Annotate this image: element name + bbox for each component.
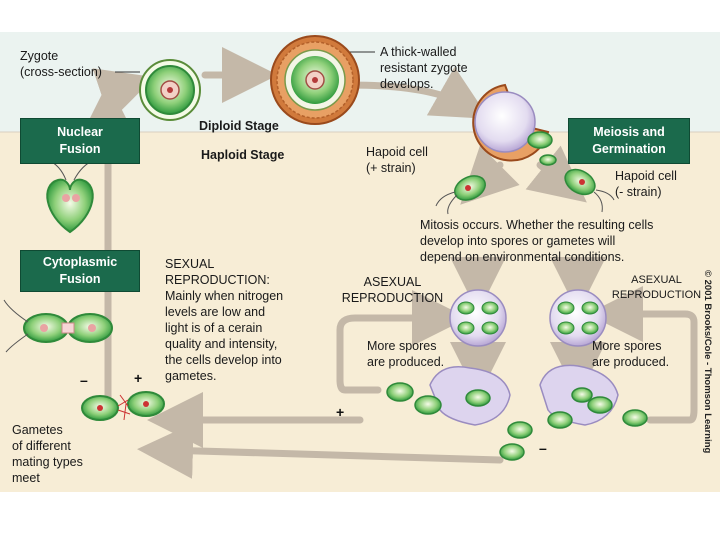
copyright-vertical: © 2001 Brooks/Cole - Thomson Learning (701, 270, 715, 475)
gametes-meet-label: Gametes of different mating types meet (12, 423, 83, 485)
thick-walled-zygote-label: A thick-walled resistant zygote develops… (380, 45, 468, 91)
sporangium-left (449, 289, 507, 347)
arrow-asexual-right-loop (587, 286, 698, 424)
haploid-minus-label: Hapoid cell (- strain) (615, 169, 677, 199)
arrow-minus-gamete (137, 422, 504, 479)
cytoplasmic-fusion-pair (3, 299, 113, 353)
ruptured-sporangium-left (386, 366, 533, 461)
more-spores-right-label: More spores are produced. (592, 339, 670, 369)
copyright-text: © 2001 Brooks/Cole - Thomson Learning (702, 270, 713, 454)
more-spores-left-label: More spores are produced. (367, 339, 445, 369)
thick-walled-zygote (270, 35, 360, 125)
arrow-to-minus-cell (525, 145, 587, 203)
ruptured-sporangium-right (539, 364, 648, 429)
mitosis-note: Mitosis occurs. Whether the resulting ce… (420, 218, 654, 264)
meiosis-germination-box: Meiosis and Germination (568, 118, 690, 164)
asexual-reproduction-right-label: ASEXUAL REPRODUCTION (611, 274, 702, 301)
cycle-arrows (80, 47, 698, 479)
minus-sign-gamete: – (80, 372, 88, 388)
plus-sign-released: + (336, 404, 345, 420)
haploid-plus-label: Hapoid cell (+ strain) (366, 145, 428, 175)
meiosis-zygote (472, 83, 557, 166)
haploid-stage-label: Haploid Stage (201, 148, 285, 162)
haploid-cell-minus (564, 168, 615, 213)
gametes-meeting (81, 391, 165, 421)
nuclear-fusion-box: Nuclear Fusion (20, 118, 140, 164)
asexual-reproduction-left-label: ASEXUAL REPRODUCTION (341, 275, 444, 305)
arrow-asexual-left-loop (336, 290, 468, 394)
haploid-cell-plus (435, 175, 486, 215)
minus-sign-released: – (539, 440, 547, 456)
zygote-cross-section (139, 59, 201, 121)
sporangium-right (549, 289, 607, 347)
plus-sign-gamete: + (134, 370, 143, 386)
zygote-label: Zygote (cross-section) (20, 49, 102, 79)
diploid-stage-label: Diploid Stage (199, 119, 279, 133)
cytoplasmic-fusion-box: Cytoplasmic Fusion (20, 250, 140, 292)
arrow-to-meiosis (346, 66, 490, 119)
arrow-to-zygote (92, 68, 155, 122)
sexual-reproduction-note: SEXUAL REPRODUCTION: Mainly when nitroge… (165, 257, 284, 383)
